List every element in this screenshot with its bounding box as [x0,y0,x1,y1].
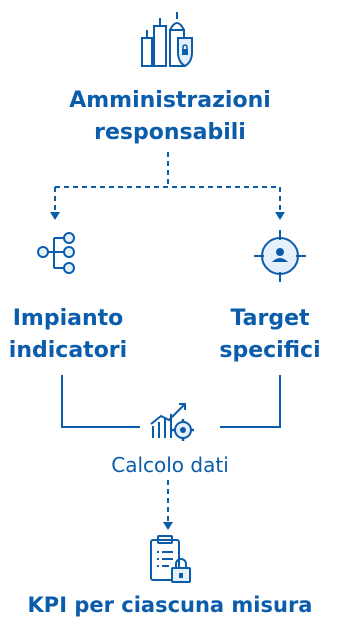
node-left-label: Impianto indicatori [0,303,136,367]
node-left-line1: Impianto [12,306,124,331]
node-bottom-label: KPI per ciascuna misura [27,593,313,617]
node-top-line2: responsabili [94,120,246,145]
document-lock-icon [145,534,195,586]
node-top-line1: Amministrazioni [69,88,271,113]
chart-gear-icon [147,400,197,442]
hierarchy-icon [36,230,86,278]
node-right-line1: Target [230,306,310,331]
city-shield-icon [140,10,200,70]
node-left-line2: indicatori [8,338,128,363]
target-person-icon [252,228,308,284]
node-right-line2: specifici [219,338,321,363]
node-top-label: Amministrazioni responsabili [0,85,340,149]
node-right-label: Target specifici [200,303,340,367]
node-middle-label: Calcolo dati [111,453,229,477]
